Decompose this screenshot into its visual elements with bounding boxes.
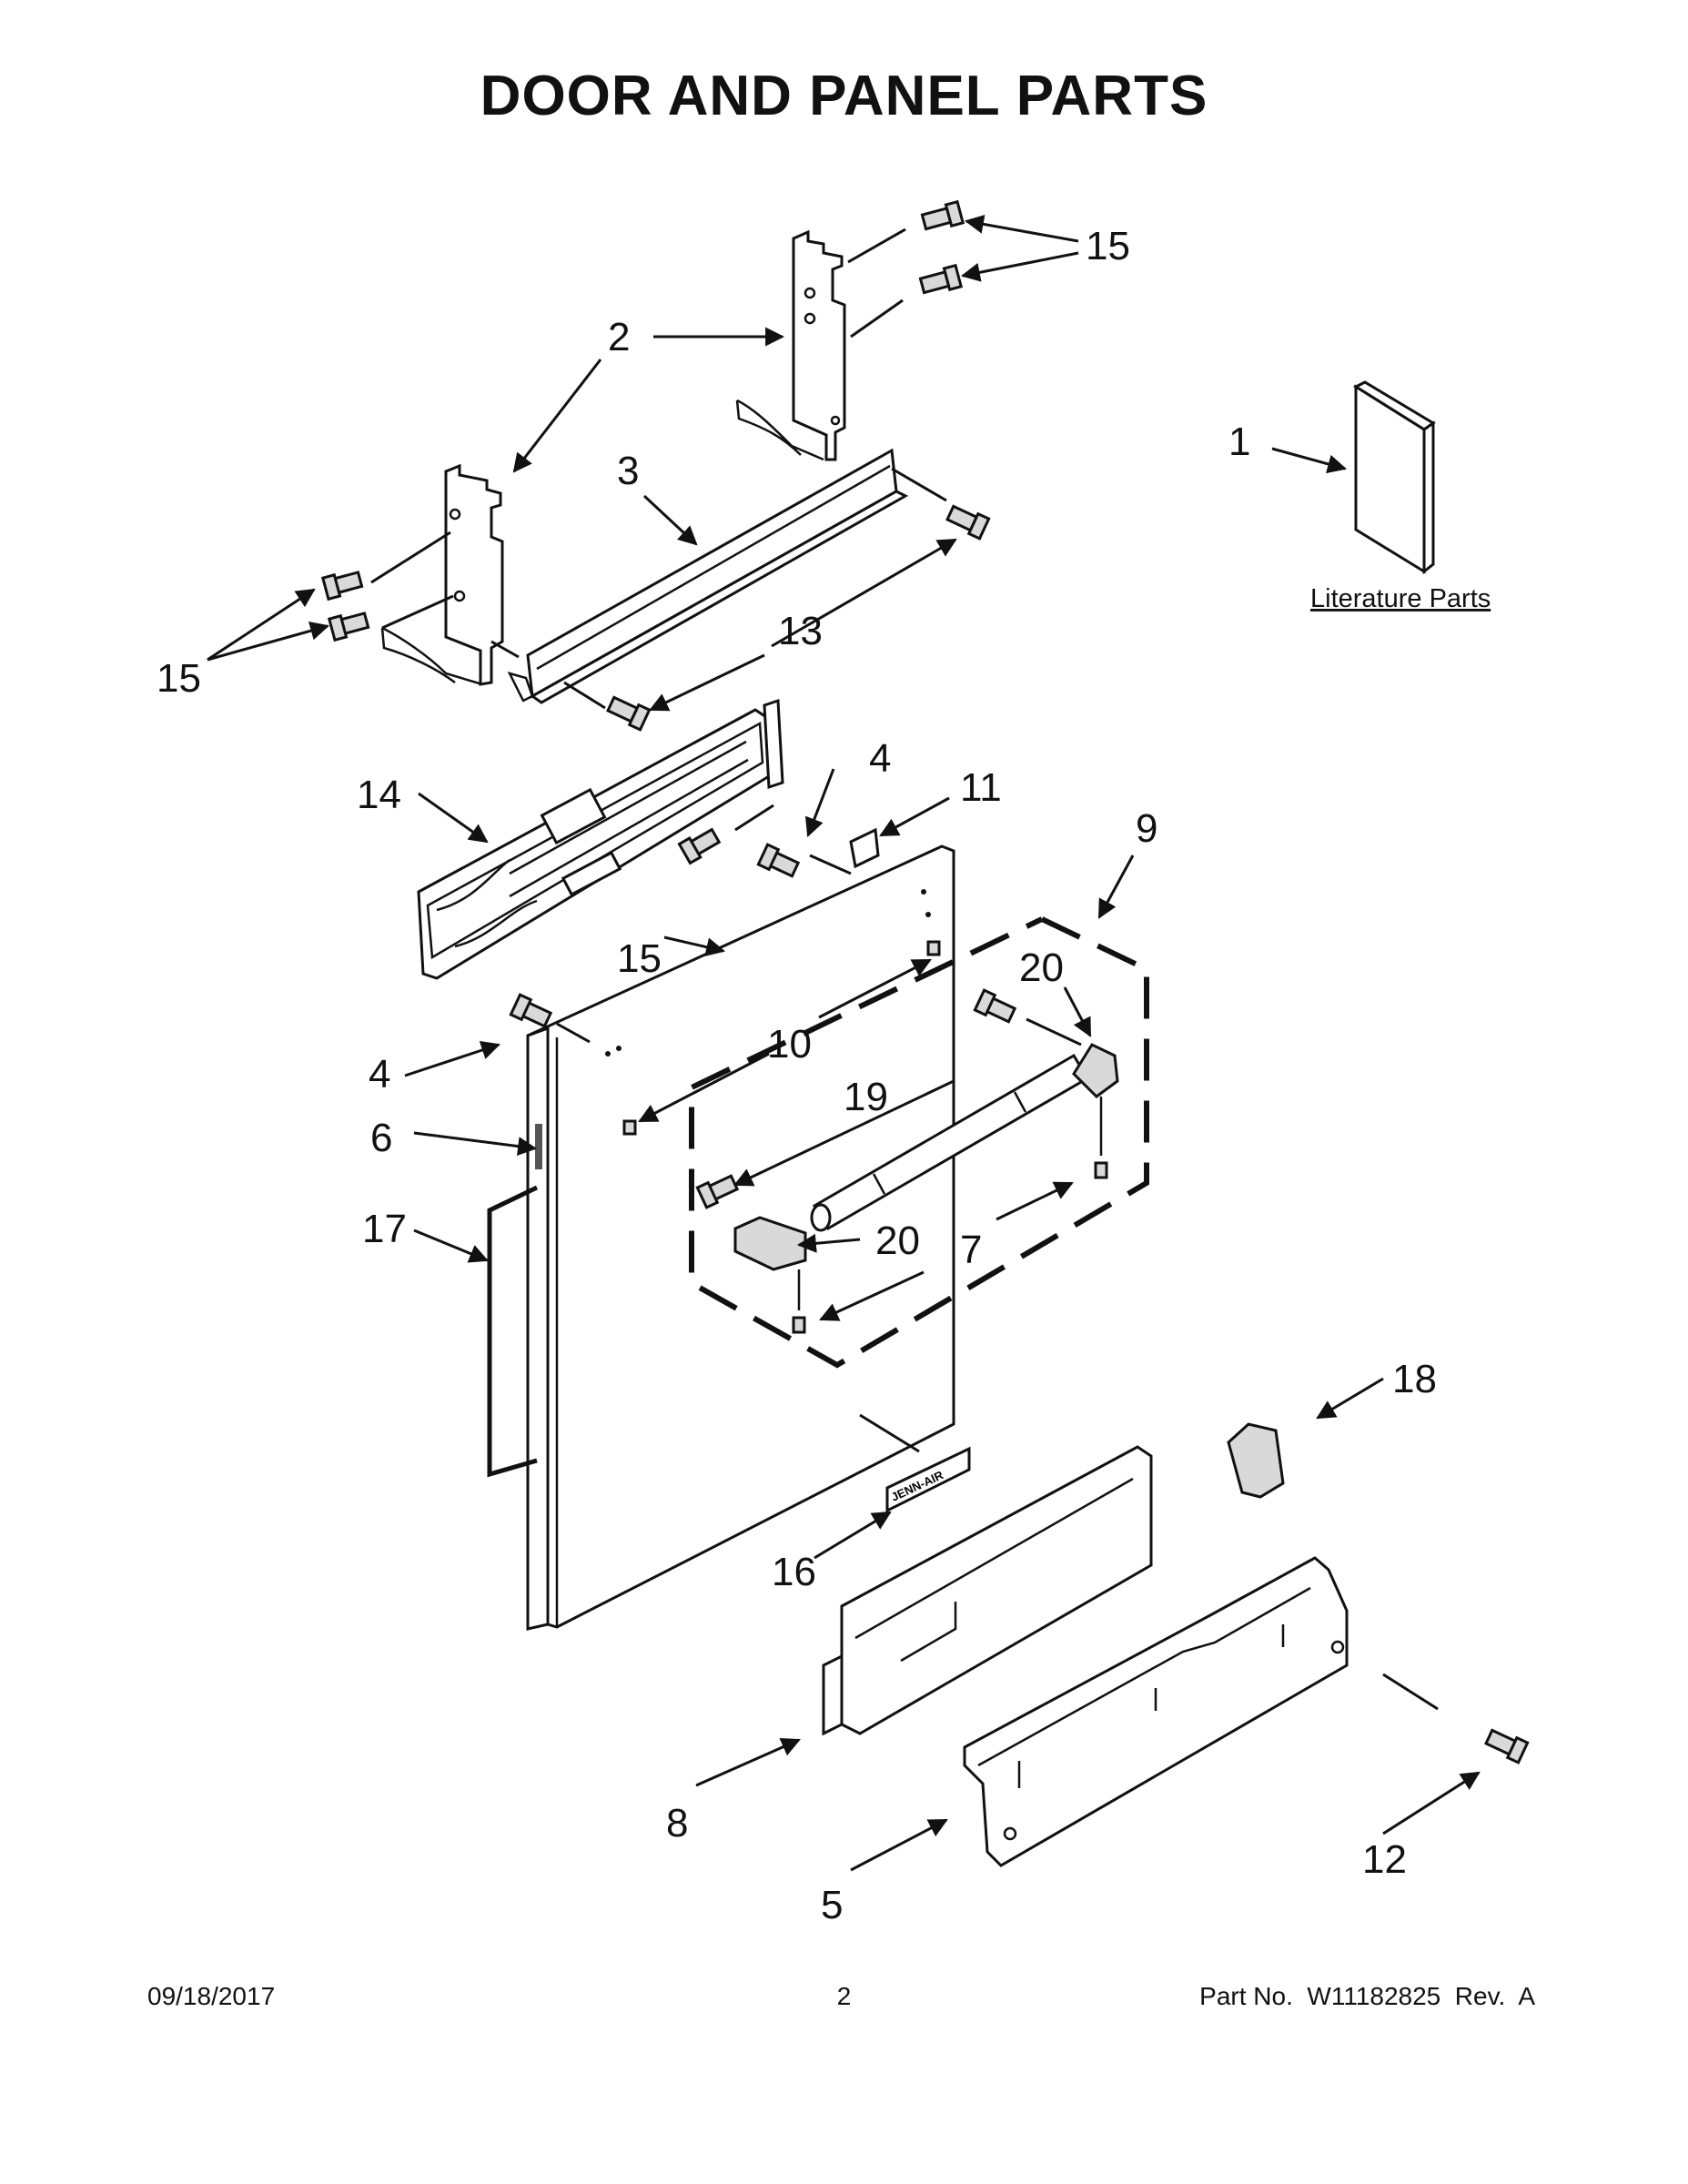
callout-labels: 15 2 1 3 15 13 14 4 11 9 15 20 4 10 19 6…: [157, 224, 1437, 1927]
footer-date: 09/18/2017: [147, 1982, 276, 2010]
callout-11: 11: [960, 765, 1002, 810]
footer-part-number: Part No. W11182825 Rev. A: [1199, 1982, 1535, 2010]
stud-side: [622, 1119, 637, 1136]
screw-group: [320, 199, 1530, 1764]
callout-8: 8: [666, 1801, 688, 1845]
lower-panel: [822, 1445, 1153, 1736]
callout-20: 20: [1019, 945, 1064, 990]
control-housing: [417, 698, 784, 980]
literature-booklet: [1352, 380, 1436, 575]
handle-stud-left: [792, 1316, 806, 1334]
assembly-lines: [370, 228, 1439, 1711]
callout-1: 1: [1228, 420, 1250, 464]
callout-20: 20: [875, 1218, 920, 1263]
callout-4: 4: [869, 736, 891, 781]
handle-assembly-outline: [689, 916, 1149, 1369]
callout-4: 4: [369, 1052, 390, 1097]
literature-parts-label: Literature Parts: [1310, 584, 1491, 613]
kick-plate-bracket: [963, 1556, 1349, 1867]
hinge-bracket-right: [735, 229, 846, 461]
callout-15: 15: [617, 936, 662, 981]
page-title: DOOR AND PANEL PARTS: [480, 65, 1208, 127]
callout-6: 6: [370, 1116, 392, 1160]
stud-top: [926, 940, 941, 956]
footer-page-number: 2: [836, 1982, 852, 2010]
callout-19: 19: [844, 1075, 888, 1119]
callout-18: 18: [1392, 1357, 1437, 1401]
hinge-bracket-left: [380, 463, 504, 686]
callout-14: 14: [357, 773, 401, 817]
callout-10: 10: [767, 1022, 812, 1067]
callout-15: 15: [157, 656, 201, 701]
brand-badge: JENN-AIR: [885, 1446, 971, 1513]
callout-9: 9: [1136, 806, 1157, 851]
callout-15: 15: [1086, 224, 1130, 268]
callout-16: 16: [772, 1550, 816, 1594]
callout-12: 12: [1362, 1837, 1407, 1882]
callout-7: 7: [960, 1228, 982, 1272]
handle-end-cap-left: [733, 1216, 807, 1271]
clip-part: [849, 827, 880, 869]
door-gasket: [487, 1185, 539, 1478]
callout-13: 13: [778, 609, 823, 653]
callout-17: 17: [362, 1207, 407, 1251]
callout-2: 2: [608, 315, 630, 359]
callout-3: 3: [617, 449, 639, 493]
channel-bar: [507, 448, 909, 704]
latch-clip: [1227, 1422, 1285, 1499]
handle-stud-right: [1094, 1161, 1108, 1179]
callout-5: 5: [821, 1883, 843, 1927]
leader-arrows: [207, 214, 1481, 1872]
handle-end-cap-right: [1072, 1043, 1119, 1098]
